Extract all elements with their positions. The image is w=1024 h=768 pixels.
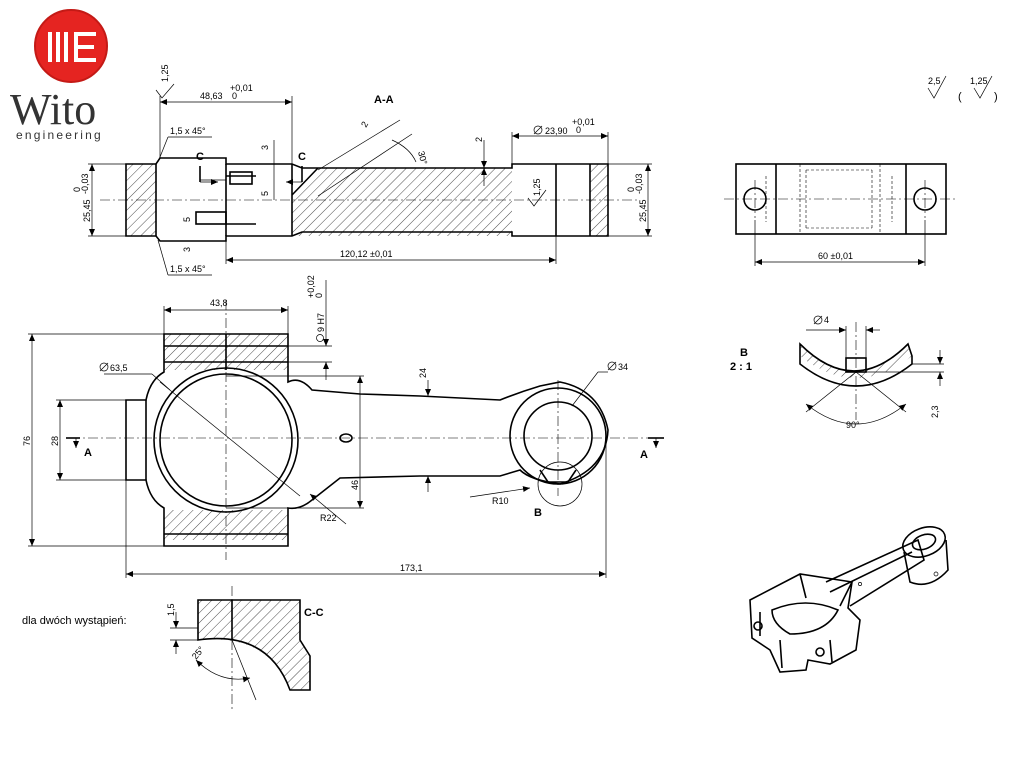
surface-finish-symbols: 2,5 ( 1,25 ) — [927, 75, 998, 103]
dim-24: 24 — [418, 368, 428, 378]
finish-general: 2,5 — [928, 76, 941, 86]
detail-b-scale: 2 : 1 — [730, 361, 752, 373]
dim-90-deg: 90° — [846, 420, 860, 430]
dim-28: 28 — [50, 436, 60, 446]
dim-dia-4: 4 — [824, 315, 829, 325]
isometric-view — [749, 526, 949, 673]
dim-big-bore: 63,5 — [110, 363, 128, 373]
section-cc-note: dla dwóch wystąpień: — [22, 615, 127, 627]
dim-173-1: 173,1 — [400, 563, 423, 573]
dim-43-8: 43,8 — [210, 298, 228, 308]
section-cc-title: C-C — [304, 607, 324, 619]
svg-text:0: 0 — [576, 125, 581, 135]
cut-a-left: A — [84, 447, 92, 459]
svg-text:0: 0 — [314, 293, 324, 298]
dim-1-5: 1,5 — [166, 603, 176, 616]
section-cc-view: dla dwóch wystąpień: C-C 1,5 25° — [22, 586, 324, 712]
svg-text:+0,02: +0,02 — [306, 275, 316, 298]
detail-b-view: B 2 : 1 4 2,3 90° — [730, 315, 944, 430]
dim-2-3: 2,3 — [930, 405, 940, 418]
cut-c-left: C — [196, 151, 204, 163]
dim-chamfer-bottom: 1,5 x 45° — [170, 264, 206, 274]
dim-bore-dia: 23,90 — [545, 126, 568, 136]
dim-48-63: 48,63 — [200, 91, 223, 101]
svg-text:5: 5 — [182, 217, 192, 222]
dim-height-left: 25,45 — [82, 199, 92, 222]
front-view: A A 43,8 9 H7 +0,02 0 63,5 34 24 — [22, 275, 664, 578]
svg-text:+0,01: +0,01 — [572, 117, 595, 127]
svg-text:+0,01: +0,01 — [230, 83, 253, 93]
logo-letters-icon — [48, 32, 96, 62]
svg-text:2: 2 — [359, 120, 370, 129]
side-view: 60 ±0,01 — [724, 163, 958, 266]
svg-text:-0,03: -0,03 — [80, 173, 90, 194]
detail-b-callout: B — [534, 507, 542, 519]
dim-25-deg: 25° — [190, 644, 207, 661]
company-logo: Wito engineering — [10, 9, 108, 142]
svg-text:-0,03: -0,03 — [634, 173, 644, 194]
svg-text:1,25: 1,25 — [160, 64, 170, 82]
section-aa-title: A-A — [374, 94, 394, 106]
svg-text:2: 2 — [474, 137, 484, 142]
logo-mark-icon — [35, 10, 107, 82]
dim-r22: R22 — [320, 513, 337, 523]
dim-chamfer-top: 1,5 x 45° — [170, 126, 206, 136]
finish-other: 1,25 — [970, 76, 988, 86]
cut-a-right: A — [640, 449, 648, 461]
dim-120-12: 120,12 ±0,01 — [340, 249, 392, 259]
dim-46: 46 — [350, 480, 360, 490]
section-aa-view: A-A 48,63 +0,01 0 1,25 1,5 x 45° 3 5 — [72, 64, 652, 276]
dim-r10: R10 — [492, 496, 509, 506]
svg-text:0: 0 — [72, 187, 82, 192]
svg-text:3: 3 — [260, 145, 270, 150]
logo-brand: Wito — [10, 85, 96, 134]
dim-height-right: 25,45 — [638, 199, 648, 222]
dim-pin-hole: 9 H7 — [316, 313, 326, 332]
detail-b-title: B — [740, 347, 748, 359]
logo-tagline: engineering — [16, 128, 103, 142]
svg-text:3: 3 — [182, 247, 192, 252]
dim-small-bore: 34 — [618, 362, 628, 372]
svg-text:5: 5 — [260, 191, 270, 196]
dim-width-60: 60 ±0,01 — [818, 251, 853, 261]
svg-text:): ) — [994, 91, 998, 103]
svg-text:1,25: 1,25 — [532, 178, 542, 196]
dim-76: 76 — [22, 436, 32, 446]
svg-text:0: 0 — [232, 91, 237, 101]
svg-text:0: 0 — [626, 187, 636, 192]
svg-text:30°: 30° — [416, 150, 429, 166]
cut-c-right: C — [298, 151, 306, 163]
svg-text:(: ( — [958, 91, 962, 103]
